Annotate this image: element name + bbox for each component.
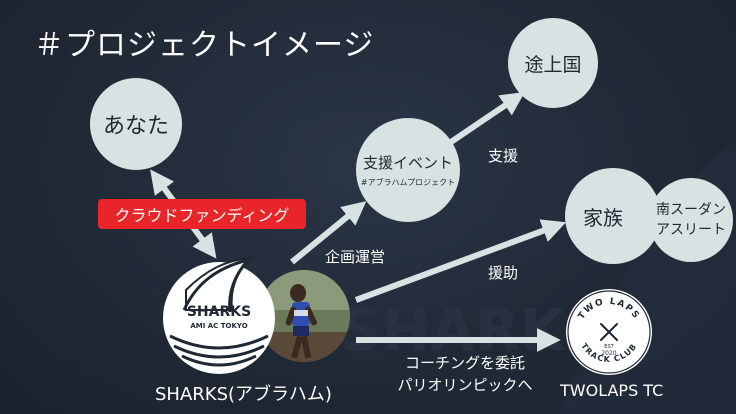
arrow-to-shien-event [290,201,367,265]
twolaps-logo-est: EST [604,344,614,350]
twolaps-logo: TWO LAPS TRACK CLUB EST 2020 [566,289,652,375]
twolaps-logo-year: 2020 [601,350,616,357]
node-shien-event-hashtag: #アブラハムプロジェクト [360,178,456,187]
sharks-logo: SHARKS AMI AC TOKYO [163,256,275,374]
edge-label-coaching: コーチングを委託 パリオリンピックへ [380,352,550,396]
crowdfunding-badge: クラウドファンディング [98,199,306,229]
crossed-spikes-icon [600,323,618,341]
sharks-logo-line1: SHARKS [187,304,251,320]
sharks-logo-line2: AMI AC TOKYO [190,322,247,330]
node-sudan-line1: 南スーダン [656,202,726,218]
edge-label-enjo: 援助 [488,264,519,282]
page-title: ＃プロジェクトイメージ [34,28,375,63]
node-sudan-line2: アスリート [656,222,726,238]
arrow-to-tojoukoku [446,91,525,147]
org-label-sharks: SHARKS(アブラハム) [155,384,332,405]
node-tojoukoku: 途上国 [508,18,598,108]
node-anata-label: あなた [102,114,169,139]
node-kazoku-label: 家族 [583,205,623,230]
node-tojoukoku-label: 途上国 [524,53,582,76]
node-shien-event-label: 支援イベント [362,154,453,172]
org-label-twolaps: TWOLAPS TC [560,381,664,400]
arrow-to-kazoku [354,219,567,303]
edge-label-shien: 支援 [488,147,519,165]
node-sudan-athlete: 南スーダン アスリート [649,178,733,262]
watermark-text: SHARKS [340,296,607,364]
node-shien-event: 支援イベント #アブラハムプロジェクト [356,118,460,222]
node-anata: あなた [90,78,182,170]
edge-label-kikaku: 企画運営 [325,248,386,266]
edge-label-coaching-line1: コーチングを委託 [404,354,525,372]
edge-label-coaching-line2: パリオリンピックへ [397,376,533,394]
node-kazoku: 家族 [565,168,661,264]
